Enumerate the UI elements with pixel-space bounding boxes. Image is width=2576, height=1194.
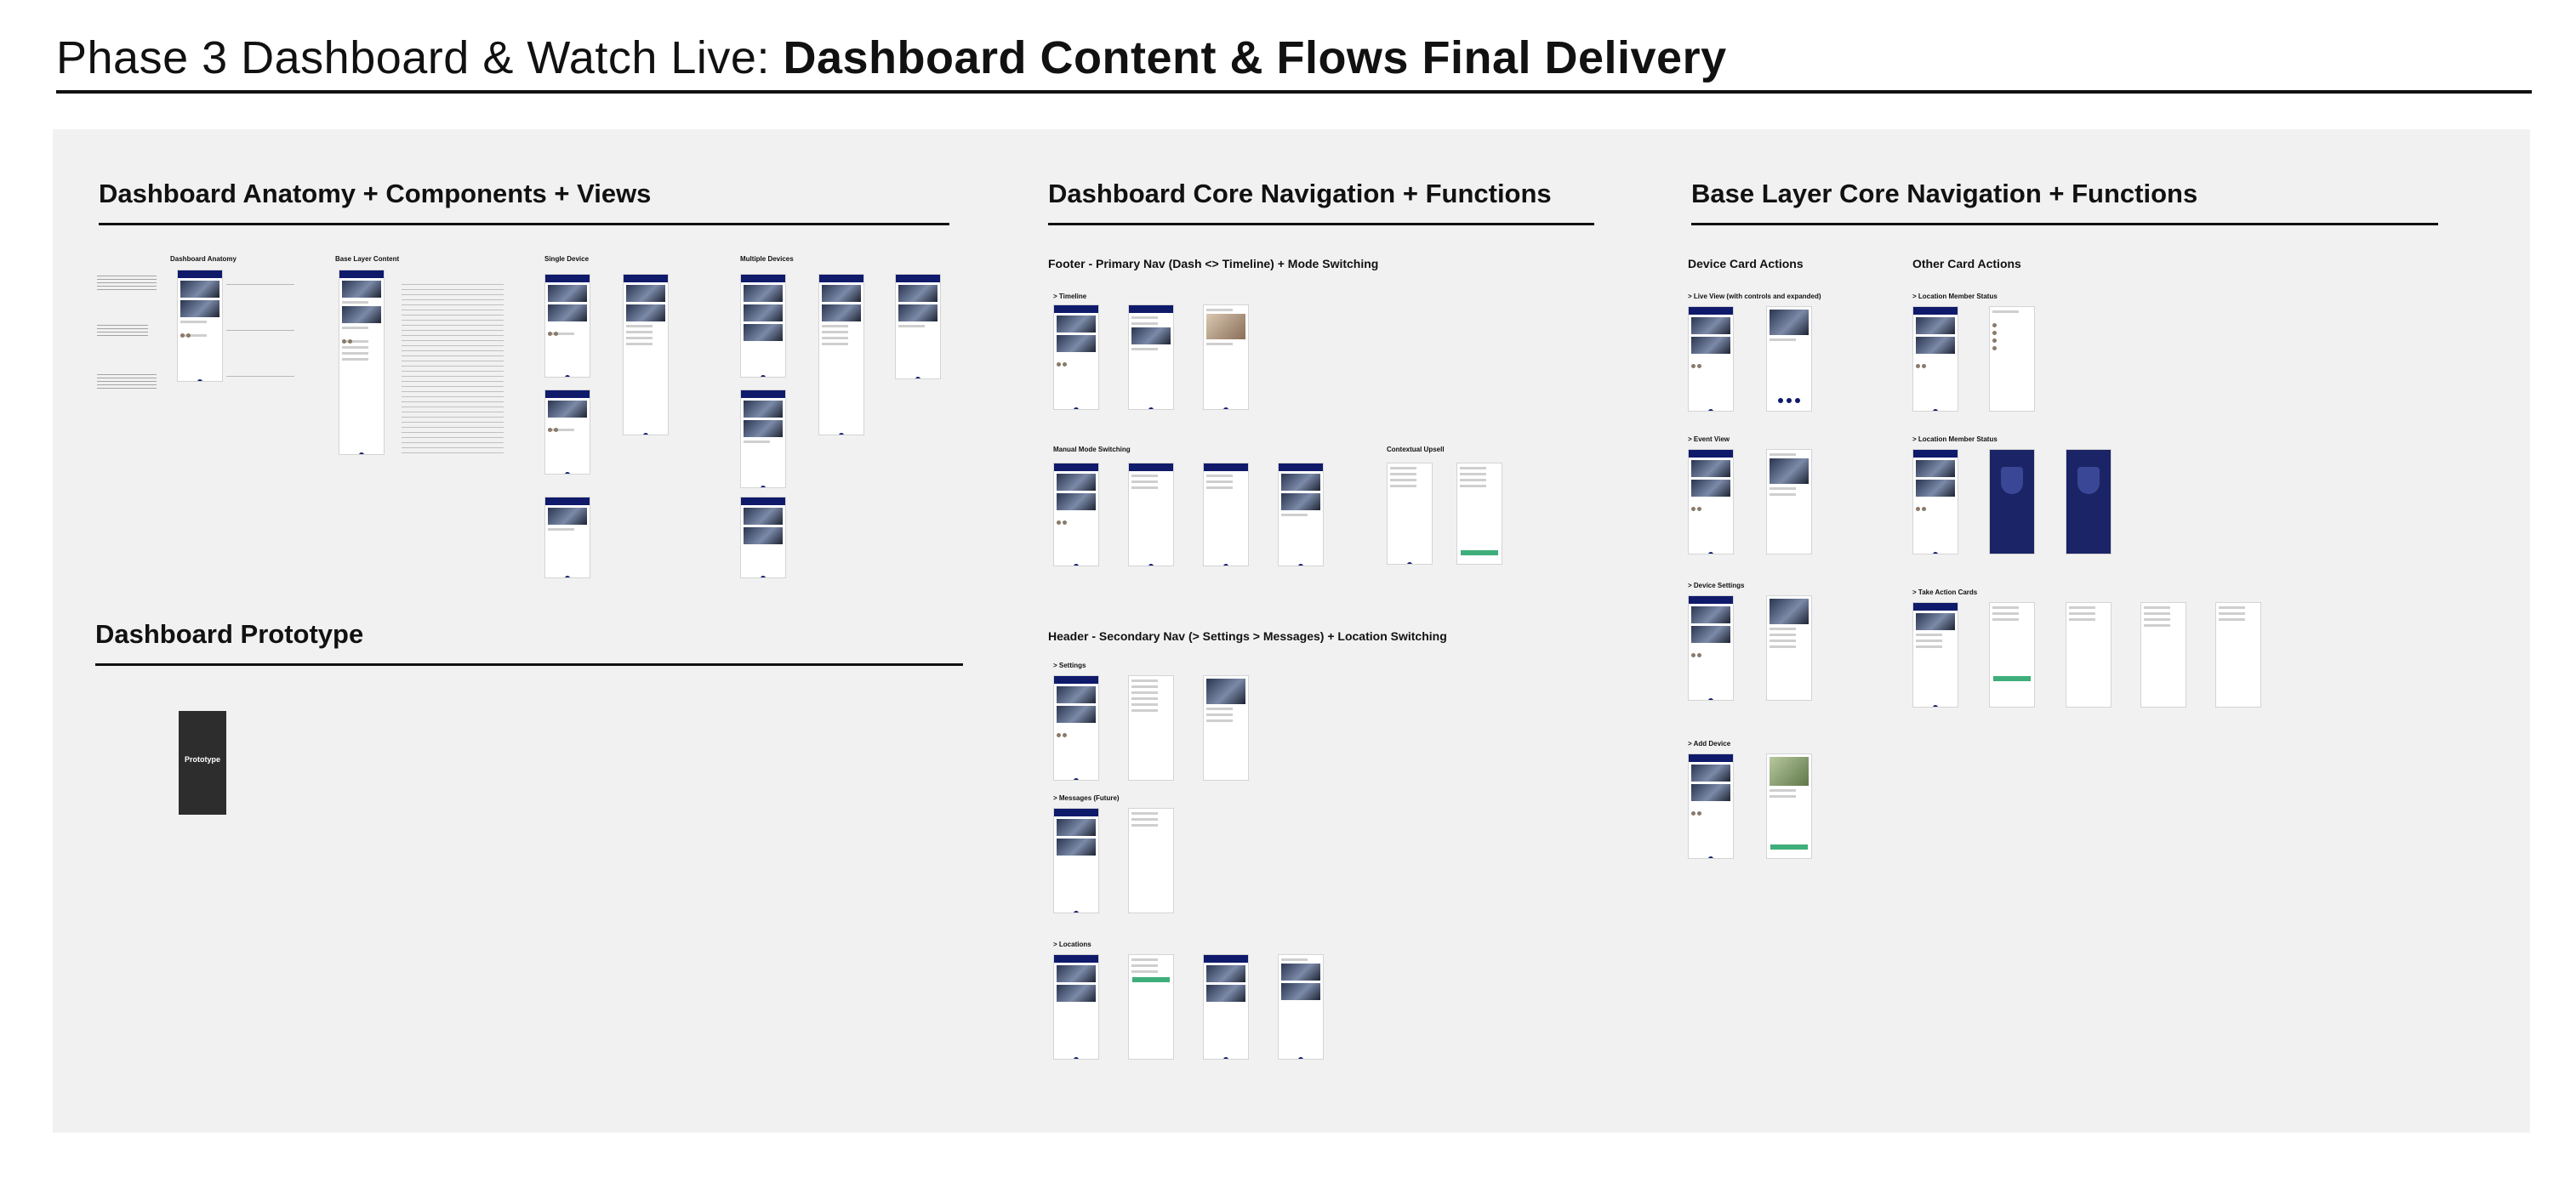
label-timeline: > Timeline	[1053, 293, 1087, 300]
label-dashboard-anatomy: Dashboard Anatomy	[170, 255, 237, 263]
label-single-device: Single Device	[544, 255, 590, 263]
screen-member-invite-sent[interactable]	[2066, 449, 2112, 554]
screen-mode-switching[interactable]	[1278, 463, 1324, 566]
screen-multiple-devices[interactable]	[740, 274, 786, 378]
screen-settings-list[interactable]	[1128, 675, 1174, 781]
section-title: Dashboard Anatomy + Components + Views	[99, 179, 652, 208]
screen-locations-alt[interactable]	[1278, 954, 1324, 1060]
screen-location-member-status[interactable]	[1912, 449, 1958, 554]
screen-take-action-detail[interactable]	[1989, 602, 2035, 708]
heading-device-card-actions: Device Card Actions	[1688, 257, 1804, 270]
screen-device-settings[interactable]	[1688, 595, 1734, 701]
connector-line	[226, 284, 294, 285]
title-divider	[56, 90, 2532, 94]
screen-member-invite[interactable]	[1989, 449, 2035, 554]
screen-locations-picker[interactable]	[1128, 954, 1174, 1060]
section-divider	[1691, 223, 2438, 225]
section-core-navigation: Dashboard Core Navigation + Functions	[1048, 177, 1594, 225]
label-live-view: > Live View (with controls and expanded)	[1688, 293, 1821, 300]
screen-take-action-step[interactable]	[2140, 602, 2186, 708]
label-location-member-status: > Location Member Status	[1912, 293, 1998, 300]
screen-timeline-dash[interactable]	[1053, 304, 1099, 410]
annotation-text	[97, 325, 148, 337]
screen-live-view[interactable]	[1688, 306, 1734, 412]
page-title: Phase 3 Dashboard & Watch Live: Dashboar…	[56, 27, 1727, 88]
label-event-view: > Event View	[1688, 435, 1730, 443]
label-device-settings: > Device Settings	[1688, 582, 1745, 589]
shield-icon	[2077, 467, 2100, 494]
screen-single-device[interactable]	[544, 497, 590, 578]
screen-contextual-upsell-detail[interactable]	[1456, 463, 1502, 565]
screen-take-action[interactable]	[1912, 602, 1958, 708]
screen-event-detail[interactable]	[1766, 449, 1812, 554]
label-messages: > Messages (Future)	[1053, 794, 1120, 802]
screen-messages[interactable]	[1053, 808, 1099, 913]
screen-settings[interactable]	[1053, 675, 1099, 781]
board-canvas: Dashboard Anatomy + Components + Views D…	[53, 129, 2530, 1133]
heading-other-card-actions: Other Card Actions	[1912, 257, 2021, 270]
screen-single-device-expanded[interactable]	[623, 274, 669, 435]
screen-mode-switching[interactable]	[1128, 463, 1174, 566]
page-title-main: Dashboard Content & Flows Final Delivery	[783, 32, 1727, 83]
screen-base-layer[interactable]	[339, 270, 385, 455]
shield-icon	[2001, 467, 2023, 494]
screen-timeline-detail[interactable]	[1203, 304, 1249, 410]
screen-event-view[interactable]	[1688, 449, 1734, 554]
section-title: Dashboard Prototype	[95, 619, 364, 649]
section-divider	[1048, 223, 1594, 225]
prototype-card-title: Prototype	[184, 755, 220, 764]
label-add-device: > Add Device	[1688, 740, 1731, 748]
screen-messages-list[interactable]	[1128, 808, 1174, 913]
heading-footer-nav: Footer - Primary Nav (Dash <> Timeline) …	[1048, 257, 1379, 270]
screen-add-device-setup[interactable]	[1766, 753, 1812, 859]
screen-multiple-devices[interactable]	[740, 497, 786, 578]
section-dashboard-prototype: Dashboard Prototype	[95, 617, 963, 666]
page-title-prefix: Phase 3 Dashboard & Watch Live:	[56, 32, 784, 83]
screen-live-view-expanded[interactable]	[1766, 306, 1812, 412]
screen-location-member-list[interactable]	[1989, 306, 2035, 412]
screen-locations[interactable]	[1203, 954, 1249, 1060]
annotation-text	[97, 374, 157, 391]
screen-mode-switching[interactable]	[1203, 463, 1249, 566]
label-multiple-devices: Multiple Devices	[740, 255, 794, 263]
screen-contextual-upsell[interactable]	[1387, 463, 1433, 565]
screen-multiple-devices-alt[interactable]	[895, 274, 941, 379]
connector-line	[226, 330, 294, 331]
section-divider	[99, 223, 949, 225]
label-contextual-upsell: Contextual Upsell	[1387, 446, 1445, 453]
label-base-layer-content: Base Layer Content	[335, 255, 400, 263]
heading-header-nav: Header - Secondary Nav (> Settings > Mes…	[1048, 629, 1447, 643]
screen-dashboard-anatomy[interactable]	[177, 270, 223, 382]
label-settings: > Settings	[1053, 662, 1086, 669]
screen-settings-device[interactable]	[1203, 675, 1249, 781]
screen-multiple-devices[interactable]	[740, 389, 786, 488]
screen-add-device[interactable]	[1688, 753, 1734, 859]
section-divider	[95, 663, 963, 666]
prototype-card[interactable]: Prototype	[179, 711, 226, 815]
annotation-text	[97, 276, 157, 293]
screen-locations[interactable]	[1053, 954, 1099, 1060]
label-manual-mode-switching: Manual Mode Switching	[1053, 446, 1131, 453]
label-locations: > Locations	[1053, 941, 1091, 948]
section-title: Dashboard Core Navigation + Functions	[1048, 179, 1552, 208]
section-base-layer-navigation: Base Layer Core Navigation + Functions	[1691, 177, 2438, 225]
screen-location-member-status[interactable]	[1912, 306, 1958, 412]
screen-timeline-list[interactable]	[1128, 304, 1174, 410]
screen-take-action-step[interactable]	[2066, 602, 2112, 708]
section-title: Base Layer Core Navigation + Functions	[1691, 179, 2198, 208]
screen-single-device[interactable]	[544, 274, 590, 378]
screen-device-settings-detail[interactable]	[1766, 595, 1812, 701]
label-take-action-cards: > Take Action Cards	[1912, 588, 1978, 596]
screen-multiple-devices-expanded[interactable]	[818, 274, 864, 435]
annotation-text	[402, 284, 504, 454]
screen-single-device[interactable]	[544, 389, 590, 475]
section-dashboard-anatomy: Dashboard Anatomy + Components + Views	[99, 177, 949, 225]
screen-take-action-step[interactable]	[2215, 602, 2261, 708]
connector-line	[226, 376, 294, 377]
screen-mode-switching[interactable]	[1053, 463, 1099, 566]
label-location-member-status-2: > Location Member Status	[1912, 435, 1998, 443]
